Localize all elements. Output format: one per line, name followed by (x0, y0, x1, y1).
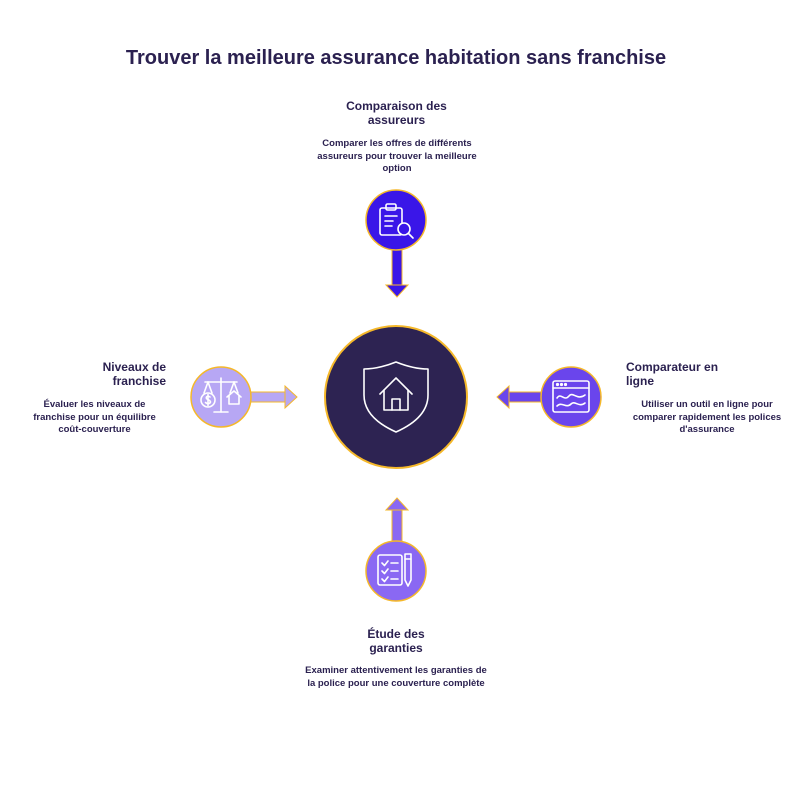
house-shield-icon (363, 361, 429, 433)
node-right-title: Comparateur en ligne (626, 360, 719, 388)
node-top-description: Comparer les offres de différents assure… (317, 138, 477, 174)
scale-money-house-icon (200, 377, 242, 413)
node-bottom-circle (365, 540, 427, 602)
node-bottom-description: Examiner attentivement les garanties de … (305, 665, 487, 689)
arrow-bottom (384, 497, 410, 551)
node-left-title: Niveaux de franchise (102, 360, 166, 388)
node-bottom-title: Étude des garanties (367, 627, 425, 655)
clipboard-search-icon (379, 203, 414, 239)
node-top-circle (365, 189, 427, 251)
center-node (324, 325, 468, 469)
arrow-right (496, 384, 547, 410)
node-left-circle (190, 366, 252, 428)
arrow-top (384, 244, 410, 298)
node-right-circle (540, 366, 602, 428)
node-right-description: Utiliser un outil en ligne pour comparer… (632, 399, 782, 435)
browser-chart-icon (552, 380, 590, 413)
diagram-title: Trouver la meilleure assurance habitatio… (125, 47, 667, 69)
node-top-title: Comparaison des assureurs (346, 99, 447, 127)
checklist-pen-icon (377, 553, 412, 587)
arrow-left (247, 384, 298, 410)
node-left-description: Évaluer les niveaux de franchise pour un… (33, 399, 156, 435)
